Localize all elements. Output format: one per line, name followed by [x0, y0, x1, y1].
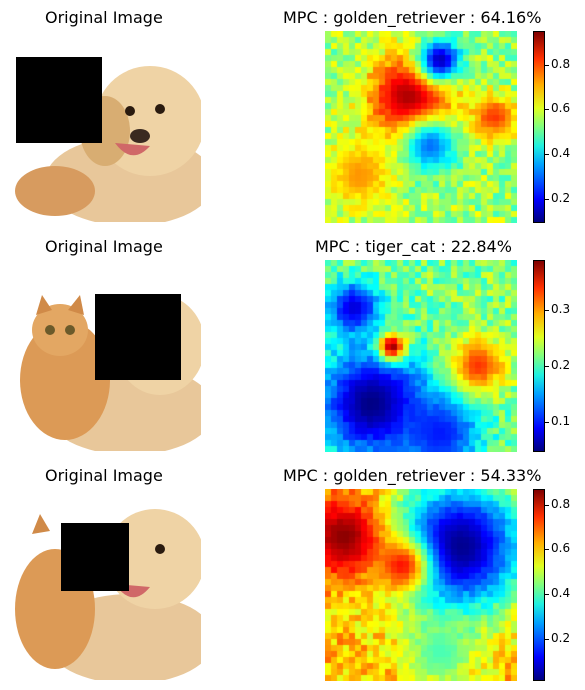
occlusion-square-3: [61, 523, 129, 591]
colorbar-1-tickmark: [545, 198, 549, 200]
colorbar-2-tickmark: [545, 310, 549, 312]
title-original-3: Original Image: [45, 466, 163, 485]
colorbar-2-tickmark: [545, 422, 549, 424]
heatmap-canvas-2: [325, 260, 517, 452]
colorbar-1-tick-label: 0.4: [551, 145, 571, 160]
colorbar-2-tick-label: 0.1: [551, 414, 571, 429]
kitten-puppy-illustration-2: [10, 489, 201, 680]
colorbar-3-tickmark: [545, 549, 549, 551]
colorbar-2-tick-label: 0.3: [551, 302, 571, 317]
title-original-2: Original Image: [45, 237, 163, 256]
colorbar-3-tickmark: [545, 594, 549, 596]
heatmap-2: [325, 260, 517, 452]
colorbar-3-tickmark: [545, 504, 549, 506]
colorbar-2-tickmark: [545, 366, 549, 368]
kitten-puppy-illustration: [10, 260, 201, 451]
colorbar-1-tick-label: 0.2: [551, 190, 571, 205]
colorbar-3: [533, 489, 545, 681]
occlusion-square-2: [95, 294, 181, 380]
colorbar-1-tickmark: [545, 109, 549, 111]
colorbar-3-tick-label: 0.4: [551, 586, 571, 601]
title-heatmap-2: MPC : tiger_cat : 22.84%: [315, 237, 512, 256]
occlusion-square-1: [16, 57, 102, 143]
colorbar-2: [533, 260, 545, 452]
heatmap-3: [325, 489, 517, 681]
original-image-2: [10, 260, 201, 451]
colorbar-3-tick-label: 0.6: [551, 541, 571, 556]
colorbar-1-tickmark: [545, 153, 549, 155]
colorbar-1: [533, 31, 545, 223]
title-heatmap-1: MPC : golden_retriever : 64.16%: [283, 8, 542, 27]
heatmap-canvas-1: [325, 31, 517, 223]
puppy-illustration: [10, 31, 201, 222]
original-image-1: [10, 31, 201, 222]
colorbar-1-tick-label: 0.6: [551, 101, 571, 116]
colorbar-3-tick-label: 0.2: [551, 630, 571, 645]
title-original-1: Original Image: [45, 8, 163, 27]
colorbar-2-tick-label: 0.2: [551, 358, 571, 373]
colorbar-3-tick-label: 0.8: [551, 496, 571, 511]
colorbar-1-tick-label: 0.8: [551, 56, 571, 71]
title-heatmap-3: MPC : golden_retriever : 54.33%: [283, 466, 542, 485]
colorbar-3-tickmark: [545, 638, 549, 640]
heatmap-canvas-3: [325, 489, 517, 681]
colorbar-1-tickmark: [545, 64, 549, 66]
heatmap-1: [325, 31, 517, 223]
original-image-3: [10, 489, 201, 680]
